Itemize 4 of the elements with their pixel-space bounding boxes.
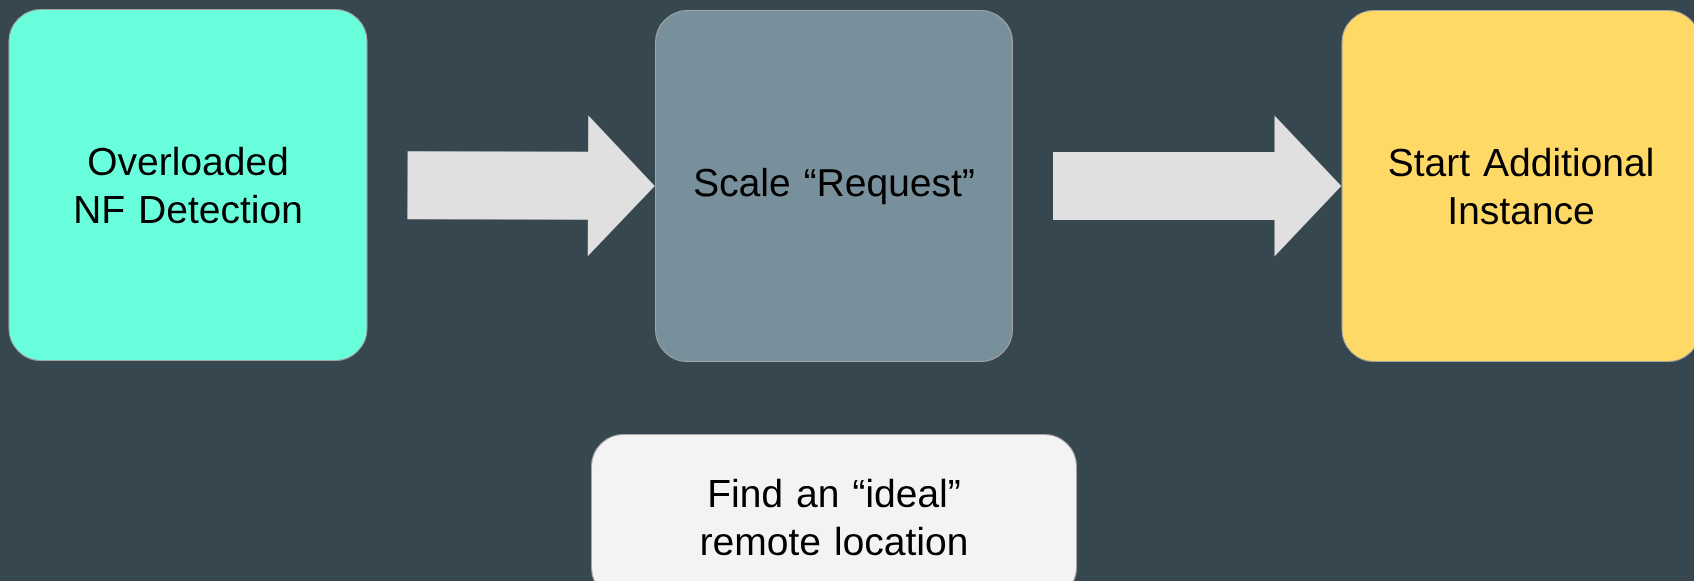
process-box: Overloaded NF Detection bbox=[8, 9, 368, 361]
note-box: Find an “ideal” remote location bbox=[591, 434, 1077, 581]
process-box: Scale “Request” bbox=[655, 10, 1013, 362]
process-box: Start Additional Instance bbox=[1341, 10, 1694, 362]
